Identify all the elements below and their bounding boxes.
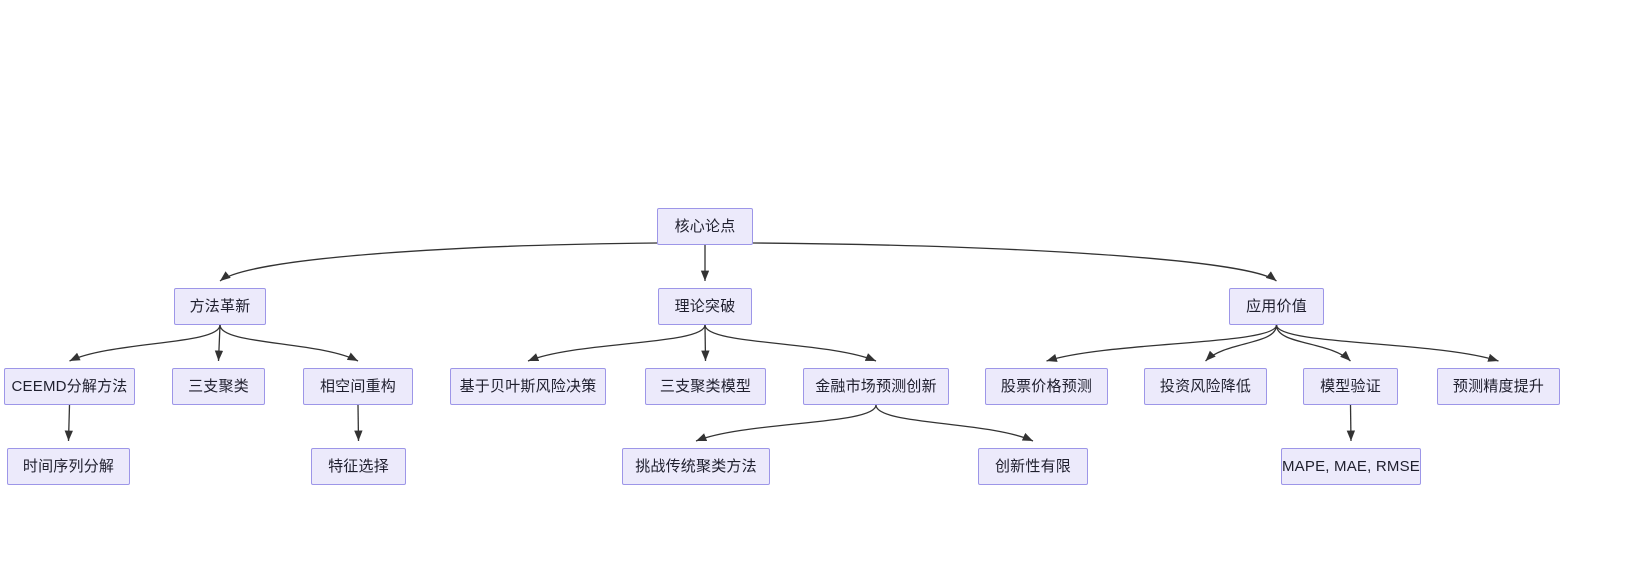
edge-n6-to-n15 bbox=[354, 404, 363, 442]
edge-n3-to-n11 bbox=[1205, 324, 1278, 362]
node-n7[interactable]: 基于贝叶斯风险决策 bbox=[450, 368, 606, 405]
edge-n2-to-n9 bbox=[704, 324, 877, 362]
node-n11[interactable]: 投资风险降低 bbox=[1144, 368, 1267, 405]
node-label: 理论突破 bbox=[674, 298, 736, 315]
edge-n1-to-n6 bbox=[219, 324, 359, 362]
node-label: MAPE, MAE, RMSE bbox=[1281, 458, 1421, 475]
edge-n1-to-n5 bbox=[214, 324, 224, 362]
node-n12[interactable]: 模型验证 bbox=[1303, 368, 1398, 405]
node-n14[interactable]: 时间序列分解 bbox=[7, 448, 130, 485]
node-n5[interactable]: 三支聚类 bbox=[172, 368, 265, 405]
edge-paths bbox=[64, 242, 1499, 442]
node-label: 股票价格预测 bbox=[1000, 378, 1093, 395]
node-label: 时间序列分解 bbox=[22, 458, 115, 475]
node-label: 方法革新 bbox=[189, 298, 251, 315]
node-label: 三支聚类 bbox=[188, 378, 249, 395]
node-n10[interactable]: 股票价格预测 bbox=[985, 368, 1108, 405]
node-n4[interactable]: CEEMD分解方法 bbox=[4, 368, 135, 405]
node-label: 特征选择 bbox=[328, 458, 389, 475]
node-n3[interactable]: 应用价值 bbox=[1229, 288, 1324, 325]
edge-n3-to-n12 bbox=[1275, 324, 1351, 362]
edge-n2-to-n7 bbox=[527, 324, 706, 362]
node-n17[interactable]: 创新性有限 bbox=[978, 448, 1088, 485]
edge-n2-to-n8 bbox=[701, 324, 710, 362]
node-label: 基于贝叶斯风险决策 bbox=[459, 378, 597, 395]
edge-n3-to-n10 bbox=[1046, 324, 1278, 362]
node-label: 预测精度提升 bbox=[1452, 378, 1545, 395]
node-label: 核心论点 bbox=[674, 218, 736, 235]
node-label: 应用价值 bbox=[1246, 298, 1307, 315]
node-n16[interactable]: 挑战传统聚类方法 bbox=[622, 448, 770, 485]
edge-n9-to-n16 bbox=[695, 404, 877, 442]
node-n13[interactable]: 预测精度提升 bbox=[1437, 368, 1560, 405]
node-label: 投资风险降低 bbox=[1159, 378, 1252, 395]
node-label: 模型验证 bbox=[1320, 378, 1381, 395]
node-label: 金融市场预测创新 bbox=[815, 378, 937, 395]
node-label: 挑战传统聚类方法 bbox=[635, 458, 757, 475]
node-n15[interactable]: 特征选择 bbox=[311, 448, 406, 485]
edge-n1-to-n4 bbox=[69, 324, 221, 362]
node-n8[interactable]: 三支聚类模型 bbox=[645, 368, 766, 405]
node-label: 三支聚类模型 bbox=[659, 378, 752, 395]
edge-n0-to-n3 bbox=[752, 242, 1277, 282]
node-n9[interactable]: 金融市场预测创新 bbox=[803, 368, 949, 405]
node-n0[interactable]: 核心论点 bbox=[657, 208, 753, 245]
edge-n9-to-n17 bbox=[875, 404, 1034, 442]
edge-n4-to-n14 bbox=[64, 404, 73, 442]
edge-n0-to-n1 bbox=[219, 242, 658, 282]
node-n18[interactable]: MAPE, MAE, RMSE bbox=[1281, 448, 1421, 485]
edge-n12-to-n18 bbox=[1346, 404, 1356, 442]
node-n2[interactable]: 理论突破 bbox=[658, 288, 752, 325]
node-label: 创新性有限 bbox=[994, 458, 1071, 475]
node-label: 相空间重构 bbox=[319, 378, 396, 395]
node-label: CEEMD分解方法 bbox=[11, 378, 128, 395]
node-n1[interactable]: 方法革新 bbox=[174, 288, 266, 325]
edge-n3-to-n13 bbox=[1275, 324, 1499, 362]
node-n6[interactable]: 相空间重构 bbox=[303, 368, 413, 405]
